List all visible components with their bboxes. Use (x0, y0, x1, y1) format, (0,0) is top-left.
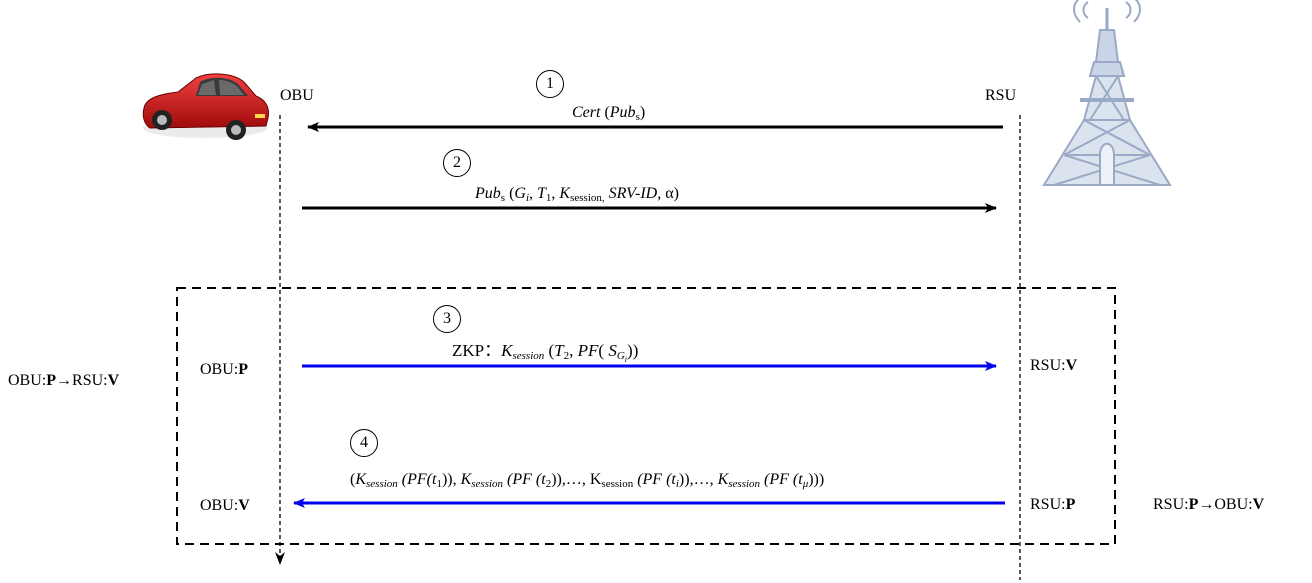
rsu-label: RSU (985, 87, 1017, 104)
zkp-box (176, 287, 1116, 545)
obu-verifier-label: OBU:V (200, 497, 250, 514)
step-3-number: 3 (433, 305, 461, 333)
rsu-tower-icon (1042, 0, 1172, 186)
obu-prover-label: OBU:P (200, 361, 249, 378)
step-1-number: 1 (536, 70, 564, 98)
step-4-number: 4 (350, 429, 378, 457)
obu-label: OBU (280, 87, 314, 104)
step-3-message: ZKP：Ksession (T2, PF( SGi)) (452, 341, 639, 364)
obu-lifeline-arrowhead (275, 552, 285, 565)
right-role-flow-label: RSU:P→OBU:V (1153, 496, 1265, 513)
step-1-message: Cert (Pubs) (572, 104, 646, 123)
step-2-number: 2 (443, 149, 471, 177)
step-2-message: Pubs (Gi, T1, Ksession, SRV-ID, α) (475, 185, 679, 204)
step-4-message: (Ksession (PF(t1)), Ksession (PF (t2)),…… (350, 471, 825, 490)
left-role-flow-label: OBU:P→RSU:V (8, 372, 120, 389)
rsu-verifier-label: RSU:V (1030, 357, 1078, 374)
rsu-prover-label: RSU:P (1030, 496, 1076, 513)
car-icon (142, 73, 269, 140)
